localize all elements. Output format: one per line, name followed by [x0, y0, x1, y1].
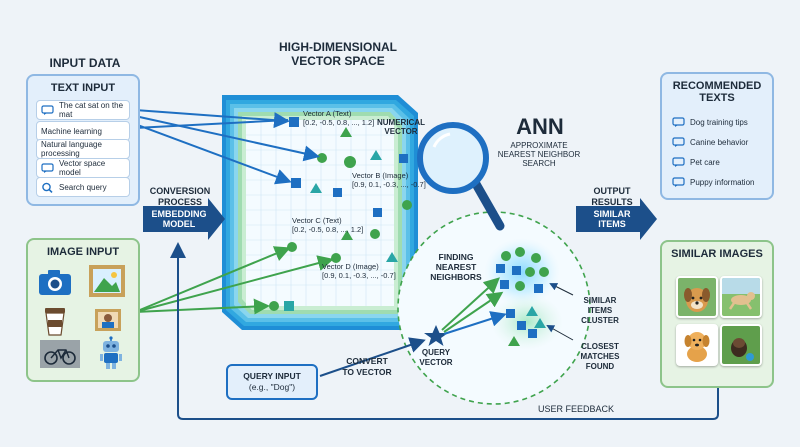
query-input-box: QUERY INPUT (e.g., "Dog") [226, 364, 318, 400]
portrait-icon [95, 309, 121, 331]
text-input-item-label: Vector space model [59, 159, 106, 177]
robot-icon [100, 336, 122, 369]
label-pointers [546, 283, 574, 341]
text-input-panel: TEXT INPUT The cat sat on the mat Machin… [26, 74, 140, 206]
user-feedback-loop [170, 242, 719, 420]
nearest-neighbor-arrows [441, 277, 507, 335]
coffee-cup-icon [45, 308, 65, 336]
text-input-item: Search query [36, 177, 130, 197]
camera-icon [39, 270, 71, 295]
recommended-text-item: Puppy information [672, 174, 762, 190]
query-vector-star [424, 325, 448, 346]
chat-bubble-icon [672, 156, 685, 167]
query-convert-arrow [319, 337, 426, 377]
chat-bubble-icon [672, 136, 685, 147]
text-input-arrows [134, 109, 320, 185]
chat-bubble-icon [41, 104, 54, 115]
text-input-title: TEXT INPUT [50, 82, 116, 94]
vector-c-label: Vector C (Text)[0.2, -0.5, 0.8, ..., 1.2… [292, 216, 364, 234]
similar-images-title: SIMILAR IMAGES [671, 248, 763, 260]
recommended-text-item: Pet care [672, 154, 762, 170]
bicycle-photo-icon [40, 340, 80, 368]
running-dog-photo [720, 276, 762, 318]
similar-images-panel: SIMILAR IMAGES [660, 240, 774, 388]
user-feedback-label: USER FEEDBACK [526, 404, 626, 414]
recommended-text-item: Canine behavior [672, 134, 762, 150]
input-data-title: INPUT DATA [49, 56, 121, 70]
ann-search-circle [397, 211, 591, 405]
vector-points [269, 117, 412, 311]
similar-items-cluster [496, 247, 549, 346]
embedding-model-arrow [143, 198, 225, 240]
puppy-illustration [676, 324, 718, 366]
chat-bubble-icon [41, 162, 54, 173]
image-input-title: IMAGE INPUT [46, 246, 120, 258]
image-input-arrows [134, 246, 334, 315]
magnifier-icon [417, 122, 505, 231]
image-input-panel: IMAGE INPUT [26, 238, 140, 382]
text-input-item: The cat sat on the mat [36, 100, 130, 120]
text-input-item: Vector space model [36, 158, 130, 178]
search-icon [42, 182, 53, 193]
vector-d-label: Vector D (Image)[0.9, 0.1, -0.3, ..., -0… [322, 262, 396, 280]
text-input-item-label: Search query [59, 182, 107, 192]
recommended-text-item: Dog training tips [672, 114, 762, 130]
text-input-item: Machine learning [36, 121, 130, 141]
text-input-item: Natural language processing [36, 139, 130, 159]
text-input-item-label: The cat sat on the mat [59, 101, 124, 119]
picture-frame-icon [89, 265, 125, 297]
vector-space-cube [222, 95, 418, 330]
text-input-item-label: Natural language processing [41, 140, 102, 158]
vector-b-label: Vector B (Image)[0.9, 0.1, -0.3, ..., -0… [352, 171, 426, 189]
similar-items-arrow [576, 198, 657, 240]
chat-bubble-icon [672, 176, 685, 187]
text-input-item-label: Machine learning [41, 126, 102, 136]
dog-with-ball-photo [720, 324, 762, 366]
ann-title: ANN [516, 114, 564, 139]
chat-bubble-icon [672, 116, 685, 127]
dog-portrait-photo [676, 276, 718, 318]
vector-a-label: Vector A (Text)[0.2, -0.5, 0.8, ..., 1.2… [303, 109, 375, 127]
